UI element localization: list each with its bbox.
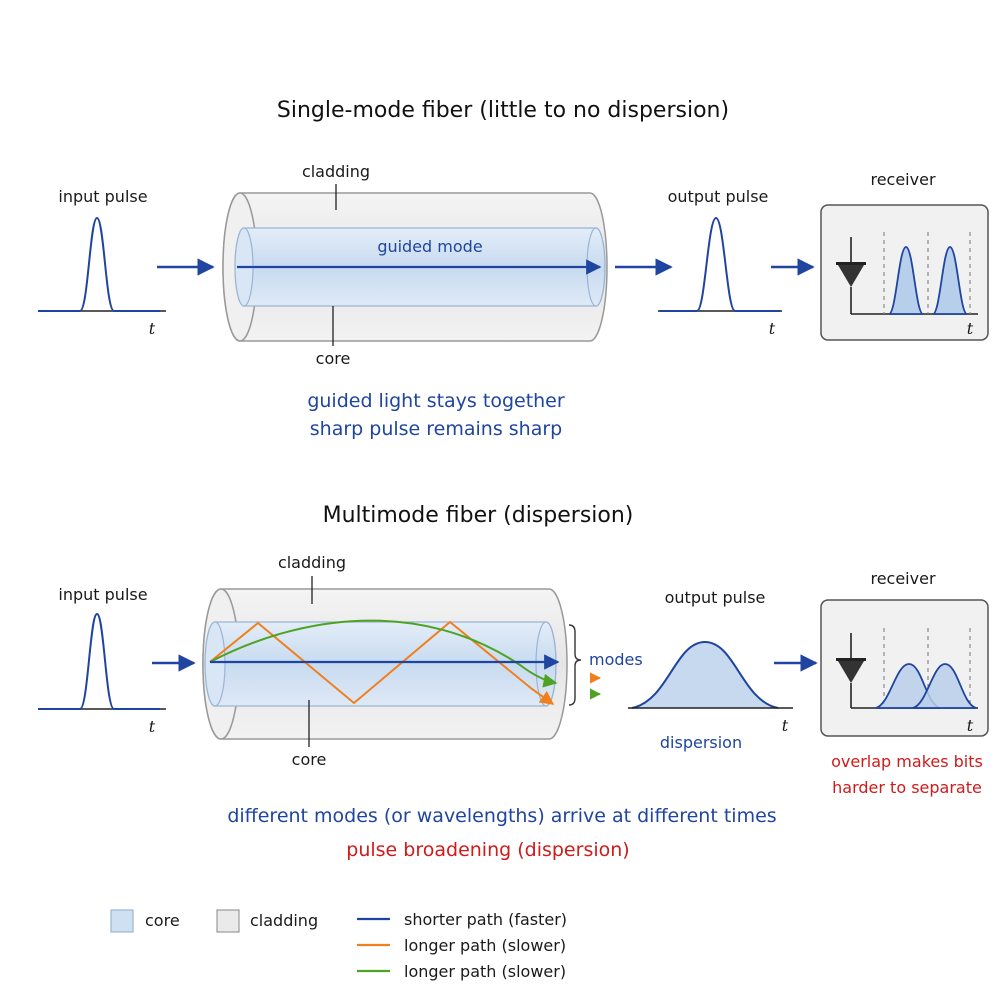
legend-cladding-label: cladding [250,911,318,930]
green-mode-ray [209,619,558,688]
receiver-label: receiver [870,569,935,588]
core-label: core [292,750,327,769]
output-pulse-label: output pulse [668,187,769,206]
input-axis-t: t [149,319,156,338]
single-mode-fiber: guided mode cladding core [222,162,608,368]
multimode-section: Multimode fiber (dispersion) input pulse… [38,503,989,861]
output-pulse-label: output pulse [665,588,766,607]
receiver-label: receiver [870,170,935,189]
photodiode-bar [836,262,866,265]
core-label: core [316,349,351,368]
receiver-axis-t: t [967,319,974,338]
received-pulse [932,246,968,315]
legend-core-swatch [110,909,134,933]
output-axis-t: t [782,716,789,735]
overlapping-pulse [912,663,977,709]
multimode-title: Multimode fiber (dispersion) [323,503,634,528]
multimode-caption-line1: different modes (or wavelengths) arrive … [227,805,776,827]
input-pulse-curve [38,612,160,710]
core-end-face [204,621,226,707]
input-axis-t: t [149,717,156,736]
guided-mode-label: guided mode [377,237,482,256]
dispersion-label: dispersion [660,733,742,752]
input-pulse-label: input pulse [58,187,147,206]
single-mode-caption-line2: sharp pulse remains sharp [310,418,562,440]
output-pulse-fill [632,642,778,708]
multimode-receiver: receiver t [820,569,989,737]
single-mode-section: Single-mode fiber (little to no dispersi… [38,98,989,440]
photodiode-bar [836,658,866,661]
modes-label: modes [589,650,643,669]
output-axis-t: t [769,319,776,338]
input-pulse-curve [38,216,160,312]
legend-longer-path-green: longer path (slower) [404,962,566,981]
broadened-pulse-curve [631,640,779,709]
receiver-axis-t: t [967,716,974,735]
multimode-caption-line2: pulse broadening (dispersion) [346,839,629,861]
multimode-input-pulse: input pulse t [38,585,166,736]
cladding-label: cladding [278,553,346,572]
output-pulse-curve [660,216,780,312]
received-pulse [888,246,924,315]
photodiode-icon [838,265,864,287]
multimode-fiber: cladding core [202,553,568,769]
single-mode-output-pulse: output pulse t [658,187,782,338]
single-mode-title: Single-mode fiber (little to no dispersi… [277,98,729,123]
single-mode-receiver: receiver t [820,170,989,341]
input-pulse-label: input pulse [58,585,147,604]
core [204,621,557,707]
receiver-note-line1: overlap makes bits [831,752,983,771]
modes-legend-inline: modes [568,624,643,706]
legend-shorter-path: shorter path (faster) [404,910,567,929]
single-mode-input-pulse: input pulse t [38,187,166,338]
cladding-label: cladding [302,162,370,181]
legend-core-label: core [145,911,180,930]
receiver-note-line2: harder to separate [832,778,982,797]
legend-cladding-swatch [216,909,240,933]
modes-bracket [568,624,582,706]
photodiode-icon [838,661,864,683]
legend-longer-path-orange: longer path (slower) [404,936,566,955]
multimode-output-pulse: output pulse t dispersion [628,588,793,752]
single-mode-caption-line1: guided light stays together [307,390,565,412]
legend: core cladding shorter path (faster) long… [110,909,567,981]
